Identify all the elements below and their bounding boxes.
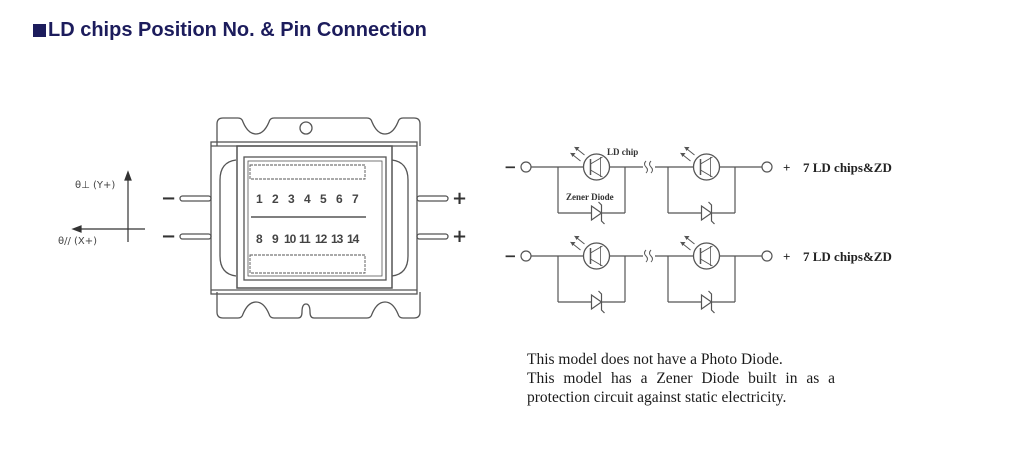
package-body <box>210 141 418 295</box>
line-break-icon <box>649 249 653 263</box>
y-axis-arrow-icon <box>124 170 132 181</box>
zener-diode-label: Zener Diode <box>566 192 614 202</box>
light-arrowhead-icon <box>570 242 576 246</box>
circuit-schematic <box>520 146 773 314</box>
ld-chip-symbol-icon <box>582 242 611 270</box>
ld-chip-symbol-icon <box>692 153 721 181</box>
chip-number: 8 <box>256 232 263 246</box>
chip-number: 3 <box>288 192 295 206</box>
page-title: LD chips Position No. & Pin Connection <box>33 19 427 42</box>
line-break-icon <box>649 160 653 174</box>
zener-diode-icon <box>700 204 713 222</box>
chip-number: 13 <box>331 232 344 246</box>
light-arrowhead-icon <box>680 153 686 157</box>
light-arrowhead-icon <box>680 242 686 246</box>
axis-indicator <box>71 170 145 242</box>
window-inner-frame <box>247 160 383 277</box>
right-pin-2-polarity: + <box>452 226 467 247</box>
negative-terminal-icon <box>520 250 532 262</box>
light-arrowhead-icon <box>570 153 576 157</box>
row-2-negative: − <box>504 247 517 265</box>
left-pin-1 <box>179 195 212 202</box>
zener-diode-icon <box>700 293 713 311</box>
chip-number: 12 <box>315 232 328 246</box>
left-pin-1-polarity: − <box>161 188 176 209</box>
package-top-flange <box>216 117 421 146</box>
x-axis-label: θ// (X+) <box>58 236 97 247</box>
bottom-window-bar <box>249 254 366 274</box>
row-2-positive: + <box>783 249 790 264</box>
chip-numbers: 1 2 3 4 5 6 7 8 9 10 11 12 13 14 <box>256 192 361 246</box>
note-line: This model has a Zener Diode built in as… <box>527 370 836 387</box>
light-arrowhead-icon <box>684 147 690 151</box>
note-line: This model does not have a Photo Diode. <box>527 351 783 368</box>
y-axis-label: θ⊥ (Y+) <box>75 180 115 191</box>
zener-cathode <box>708 290 715 314</box>
zener-diode-icon <box>590 204 603 222</box>
top-window-bar <box>249 164 366 180</box>
chip-number: 2 <box>272 192 279 206</box>
light-arrowhead-icon <box>574 147 580 151</box>
note-line: protection circuit against static electr… <box>527 389 787 406</box>
zener-cathode <box>598 201 605 225</box>
left-pin-2-polarity: − <box>161 226 176 247</box>
positive-terminal-icon <box>761 161 773 173</box>
window-frame <box>243 156 387 281</box>
chip-number: 1 <box>256 192 263 206</box>
notes-block: This model does not have a Photo Diode. … <box>527 350 887 407</box>
zener-cathode <box>708 201 715 225</box>
line-break-icon <box>644 249 648 263</box>
right-pin-1-polarity: + <box>452 188 467 209</box>
zener-cathode <box>598 290 605 314</box>
right-lobe <box>391 159 409 277</box>
negative-terminal-icon <box>520 161 532 173</box>
row-2-label: 7 LD chips&ZD <box>803 249 892 264</box>
ld-chip-symbol-icon <box>582 153 611 181</box>
chip-number: 4 <box>304 192 311 206</box>
inner-frame <box>236 145 393 289</box>
x-axis-arrow-icon <box>71 225 82 233</box>
ld-package <box>179 117 449 319</box>
right-pin-1 <box>416 195 449 202</box>
right-pin-2 <box>416 233 449 240</box>
positive-terminal-icon <box>761 250 773 262</box>
title-bullet-icon <box>33 24 46 37</box>
package-bottom-flange <box>216 292 421 319</box>
chip-number: 14 <box>347 232 360 246</box>
row-1-negative: − <box>504 158 517 176</box>
chip-number: 9 <box>272 232 279 246</box>
chip-number: 10 <box>284 232 297 246</box>
chip-number: 6 <box>336 192 343 206</box>
line-break-icon <box>644 160 648 174</box>
left-pin-2 <box>179 233 212 240</box>
light-arrowhead-icon <box>574 236 580 240</box>
zener-diode-icon <box>590 293 603 311</box>
row-1-positive: + <box>783 160 790 175</box>
ld-chip-symbol-icon <box>692 242 721 270</box>
chip-number: 5 <box>320 192 327 206</box>
chip-number: 7 <box>352 192 359 206</box>
page-title-text: LD chips Position No. & Pin Connection <box>48 19 427 41</box>
left-lobe <box>219 159 237 277</box>
ld-chip-label: LD chip <box>607 147 638 157</box>
light-arrowhead-icon <box>684 236 690 240</box>
row-1-label: 7 LD chips&ZD <box>803 160 892 175</box>
mounting-hole <box>299 121 313 135</box>
chip-number: 11 <box>299 232 311 246</box>
